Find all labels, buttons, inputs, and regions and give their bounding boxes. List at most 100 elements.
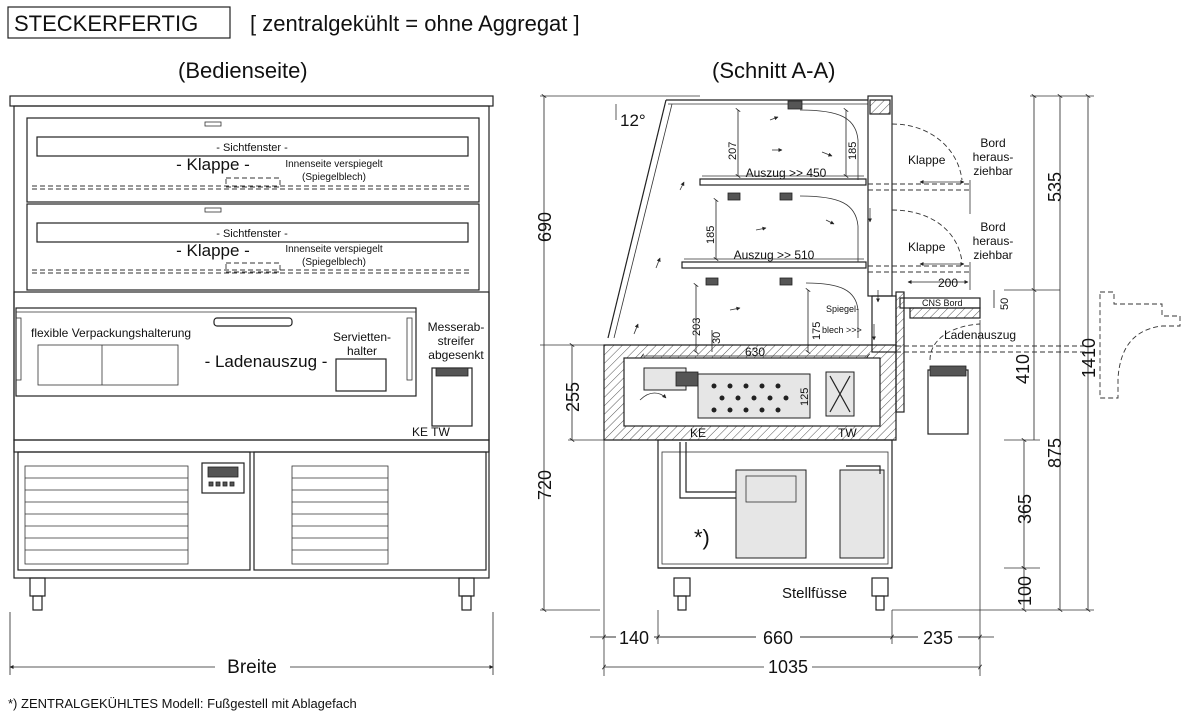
- dim-1410: 1410: [1079, 338, 1099, 378]
- mirror-1-line-b: (Spiegelblech): [302, 172, 366, 183]
- flap-2-handle: [204, 207, 222, 213]
- dim-410: 410: [1013, 354, 1033, 384]
- mirror-a-label: Spiegel-: [826, 304, 859, 314]
- bord-a-1: Bord: [980, 136, 1005, 150]
- shelf-1-light-a: [727, 192, 741, 201]
- shelf-2-label: Auszug >> 510: [734, 248, 815, 262]
- top-light: [787, 100, 803, 110]
- dim-30: 30: [711, 332, 723, 344]
- bord-a-2: heraus-: [973, 150, 1014, 164]
- pack-holder: [37, 344, 179, 386]
- dim-100: 100: [1015, 576, 1035, 606]
- dim-50: 50: [999, 298, 1011, 310]
- dim-207: 207: [727, 142, 739, 160]
- shelf-1-label: Auszug >> 450: [746, 166, 827, 180]
- flap-b-label: Klappe: [908, 240, 946, 254]
- dim-720: 720: [535, 470, 555, 500]
- drawer-projection: [896, 291, 1181, 399]
- compressor: [735, 469, 807, 559]
- dim-365: 365: [1015, 494, 1035, 524]
- knife-sharpener: [431, 367, 473, 427]
- cns-label: CNS Bord: [922, 298, 963, 308]
- shelf-1: [699, 178, 867, 186]
- dim-660: 660: [763, 628, 793, 648]
- napkin-label-b: halter: [347, 344, 377, 358]
- base-rail: [13, 439, 490, 453]
- controller-display: [207, 466, 239, 478]
- pack-holder-label: flexible Verpackungshalterung: [31, 326, 191, 340]
- shelf-2-light-a: [705, 277, 719, 286]
- knife-label-a: Messerab-: [428, 320, 485, 334]
- controller-box: [201, 462, 245, 494]
- bord-b-2: heraus-: [973, 234, 1014, 248]
- dim-200: 200: [938, 276, 958, 290]
- sight-window-2-label: - Sichtfenster -: [216, 228, 288, 240]
- section-foot-left: [673, 577, 691, 597]
- ke-tw-label: KE TW: [412, 425, 450, 439]
- pipe: [679, 442, 740, 499]
- napkin-label-a: Servietten-: [333, 330, 391, 344]
- badge-text: STECKERFERTIG: [14, 11, 198, 36]
- dim-255: 255: [563, 382, 583, 412]
- napkin-holder: [335, 358, 387, 392]
- dim-175: 175: [811, 322, 823, 340]
- sight-window-1-label: - Sichtfenster -: [216, 142, 288, 154]
- front-foot-left: [29, 577, 46, 597]
- knife-label-b: streifer: [438, 334, 475, 348]
- flap-1-label: - Klappe -: [176, 155, 250, 174]
- mirror-1-dashed: [225, 177, 281, 188]
- mirror-2-line-b: (Spiegelblech): [302, 257, 366, 268]
- vent-grill-left: [24, 465, 189, 565]
- flap-2-swing: [891, 209, 963, 263]
- shelf-2-light-b: [779, 277, 793, 286]
- flap-a-label: Klappe: [908, 153, 946, 167]
- mirror-1-line-a: Innenseite verspiegelt: [285, 159, 383, 170]
- bord-a-3: ziehbar: [973, 164, 1012, 178]
- front-foot-right: [458, 577, 475, 597]
- knife-label-c: abgesenkt: [428, 348, 484, 362]
- dim-185b: 185: [705, 226, 717, 244]
- width-label: Breite: [227, 657, 277, 678]
- mirror-2-line-a: Innenseite verspiegelt: [285, 244, 383, 255]
- dim-203: 203: [691, 318, 703, 336]
- vent-panel-right-frame: [253, 451, 487, 571]
- dim-125: 125: [799, 388, 811, 406]
- flap-1-handle: [204, 121, 222, 127]
- section-view: 12° Auszug >> 450 Auszug >> 510 207 185 …: [535, 94, 1181, 677]
- mirror-2-dashed: [225, 262, 281, 273]
- front-view-title: (Bedienseite): [178, 58, 308, 83]
- front-view: - Sichtfenster - - Klappe - Innenseite v…: [9, 95, 494, 678]
- condenser: [839, 469, 885, 559]
- bord-b-3: ziehbar: [973, 248, 1012, 262]
- sight-window-1: [36, 136, 469, 157]
- dim-875: 875: [1045, 438, 1065, 468]
- flap-2-label: - Klappe -: [176, 241, 250, 260]
- angle-label: 12°: [620, 111, 646, 130]
- section-view-title: (Schnitt A-A): [712, 58, 835, 83]
- note-mark: *): [694, 525, 710, 550]
- front-glass: [607, 99, 667, 339]
- dim-185a: 185: [847, 142, 859, 160]
- bord-b-1: Bord: [980, 220, 1005, 234]
- ke-label: KE: [690, 426, 706, 440]
- flap-1-swing: [891, 123, 963, 181]
- drawer-handle: [213, 317, 293, 327]
- dim-690: 690: [535, 212, 555, 242]
- footnote: *) ZENTRALGEKÜHLTES Modell: Fußgestell m…: [8, 696, 357, 711]
- drawer-label: - Ladenauszug -: [205, 352, 328, 371]
- dim-1035: 1035: [768, 657, 808, 677]
- shelf-1-light-b: [779, 192, 793, 201]
- evaporator-fins: [711, 383, 789, 413]
- front-flap-1: [26, 117, 480, 203]
- knife-sharpener-section: [927, 369, 969, 435]
- front-flap-2: [26, 203, 480, 291]
- front-top-cover: [9, 95, 494, 107]
- tw-label: TW: [838, 426, 857, 440]
- header-subtitle: [ zentralgekühlt = ohne Aggregat ]: [250, 11, 580, 36]
- sight-window-2: [36, 222, 469, 243]
- dim-140: 140: [619, 628, 649, 648]
- vent-panel-left-frame: [17, 451, 251, 571]
- dim-535: 535: [1045, 172, 1065, 202]
